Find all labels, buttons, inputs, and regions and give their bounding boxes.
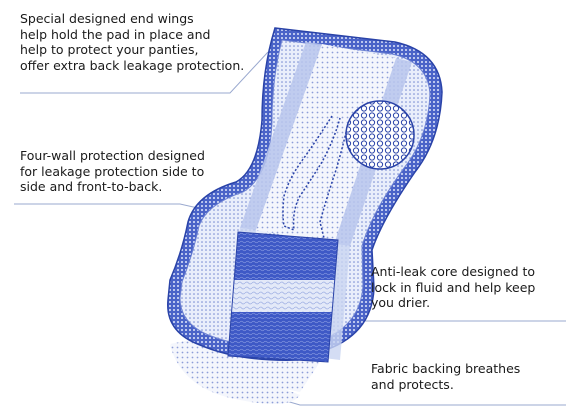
core-layer-top: [228, 232, 338, 280]
channel-contour-right: [319, 123, 349, 239]
callout-anti-leak-core: Anti-leak core designed to lock in fluid…: [371, 264, 536, 310]
core-layer-middle: [228, 280, 338, 312]
callout-four-wall: Four-wall protection designed for leakag…: [20, 148, 205, 194]
magnified-mesh-circle: [345, 100, 415, 170]
anti-leak-core: [228, 232, 338, 362]
channel-contour-left: [282, 115, 341, 232]
core-outline: [227, 231, 339, 363]
centre-strip: [256, 44, 396, 244]
leader-line-fabric-backing: [261, 393, 566, 406]
fabric-backing-area: [170, 338, 320, 392]
core-layer-bottom: [228, 312, 338, 362]
callout-end-wings: Special designed end wings help hold the…: [20, 11, 245, 73]
callout-fabric-backing: Fabric backing breathes and protects.: [371, 361, 521, 392]
fabric-backing-tail: [170, 345, 300, 404]
leader-line-end-wings: [20, 51, 269, 94]
wall-channel-left: [240, 42, 322, 230]
